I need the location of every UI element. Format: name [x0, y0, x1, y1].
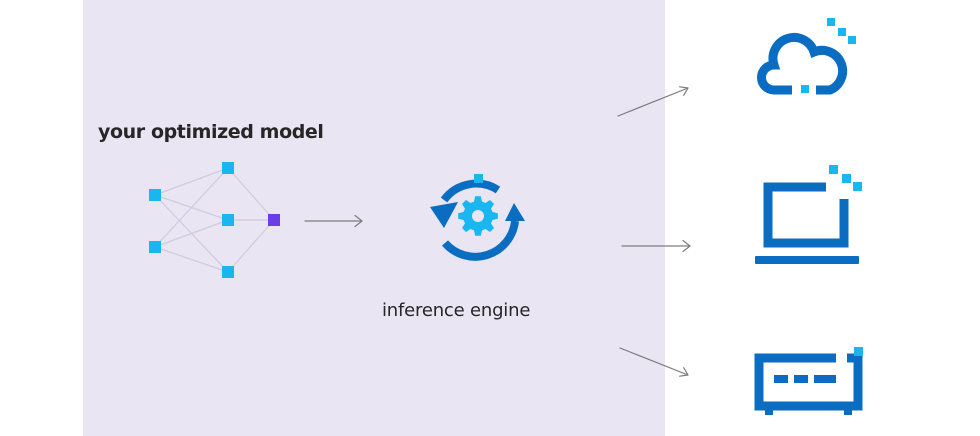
- arrow-to-laptop: [621, 239, 691, 253]
- cloud-outline: [757, 32, 848, 95]
- laptop-screen: [763, 182, 849, 248]
- pixel-accent: [853, 182, 862, 191]
- device-slot: [814, 375, 836, 383]
- pixel-accent: [474, 174, 483, 183]
- model-engine-panel: [83, 0, 665, 436]
- input-node: [149, 241, 161, 253]
- device-slot: [774, 375, 788, 383]
- gear-sync-icon: [430, 174, 525, 261]
- arrow-model-to-engine: [304, 214, 363, 228]
- output-node: [268, 214, 280, 226]
- device-slot: [794, 375, 808, 383]
- arrow-to-edge-device: [619, 347, 689, 377]
- arrow-to-cloud: [617, 86, 689, 117]
- sync-arrow-bottom: [441, 220, 519, 261]
- device-body: [754, 353, 863, 411]
- model-title: your optimized model: [98, 121, 324, 143]
- device-foot: [765, 406, 773, 415]
- edge-device-icon: [754, 347, 863, 415]
- gear-hole: [472, 210, 484, 222]
- pixel-accent: [842, 174, 851, 183]
- pixel-accent: [827, 18, 835, 26]
- hidden-node: [222, 266, 234, 278]
- laptop-icon: [755, 165, 862, 264]
- cloud-icon: [757, 18, 856, 95]
- pixel-accent: [848, 36, 856, 44]
- sync-arrowhead-right: [505, 203, 525, 221]
- engine-label: inference engine: [382, 300, 530, 321]
- hidden-node: [222, 214, 234, 226]
- neural-network-icon: [149, 162, 280, 278]
- sync-arrowhead-left: [430, 202, 458, 228]
- sync-arrow-top: [440, 179, 501, 203]
- device-foot: [844, 406, 852, 415]
- pixel-accent: [801, 85, 809, 93]
- gear-icon: [458, 196, 498, 236]
- laptop-base: [755, 256, 859, 264]
- pixel-accent: [854, 347, 863, 356]
- network-connections: [154, 167, 275, 273]
- pixel-accent: [829, 165, 838, 174]
- input-node: [149, 189, 161, 201]
- hidden-node: [222, 162, 234, 174]
- pixel-accent: [838, 28, 846, 36]
